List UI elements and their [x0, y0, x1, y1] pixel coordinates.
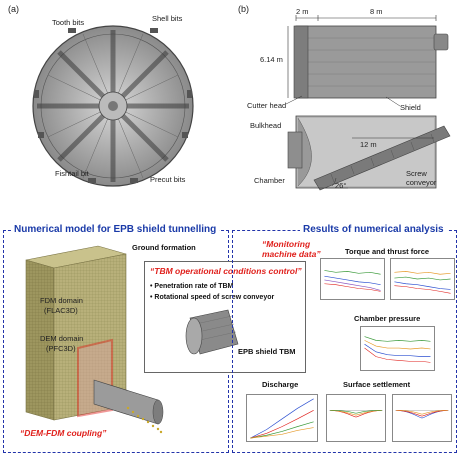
label-fdm-domain: FDM domain — [40, 296, 83, 305]
fdm-dem-model — [25, 245, 164, 434]
label-dim-614m: 6.14 m — [260, 55, 283, 64]
label-epb-tbm: EPB shield TBM — [238, 347, 296, 356]
settlement-chart-thumbnail-2 — [392, 394, 452, 442]
label-conveyor: conveyor — [406, 178, 437, 187]
panel-a-tag: (a) — [8, 4, 19, 14]
thrust-chart-thumbnail — [390, 258, 455, 300]
label-screw: Screw — [406, 169, 427, 178]
panel-b-tag: (b) — [238, 4, 249, 14]
discharge-chart-thumbnail — [246, 394, 318, 442]
cutter-head-front-view — [32, 25, 194, 187]
label-dem-domain: DEM domain — [40, 334, 84, 343]
bullet-penetration-rate-text: Penetration rate of TBM — [154, 283, 234, 290]
bullet-penetration-rate: • Penetration rate of TBM — [150, 283, 234, 290]
label-precut-bits: Precut bits — [150, 175, 186, 184]
label-fishtail-bit: Fishtail bit — [55, 169, 89, 178]
label-torque-thrust: Torque and thrust force — [345, 247, 430, 256]
label-bulkhead: Bulkhead — [250, 121, 282, 130]
numerical-model-title: Numerical model for EPB shield tunnellin… — [11, 224, 220, 235]
label-fdm-flac3d: (FLAC3D) — [44, 306, 78, 315]
tbm-control-title: “TBM operational conditions control” — [150, 266, 302, 276]
label-dem-pfc3d: (PFC3D) — [46, 344, 76, 353]
label-chamber-pressure: Chamber pressure — [354, 314, 421, 323]
label-shield: Shield — [400, 103, 421, 112]
results-title: Results of numerical analysis — [300, 224, 447, 235]
settlement-chart-thumbnail-1 — [326, 394, 386, 442]
label-tooth-bits: Tooth bits — [52, 18, 85, 27]
label-discharge: Discharge — [262, 380, 299, 389]
label-angle: 26° — [335, 181, 347, 190]
torque-chart-thumbnail — [320, 258, 385, 300]
chamber-pressure-chart-thumbnail — [360, 326, 435, 371]
label-dim-2m: 2 m — [296, 7, 309, 16]
label-cutter-head: Cutter head — [247, 101, 287, 110]
bullet-screw-speed: • Rotational speed of screw conveyor — [150, 294, 275, 301]
shield-side-view — [285, 15, 451, 191]
label-dim-12m: 12 m — [360, 140, 377, 149]
label-ground-formation: Ground formation — [132, 243, 196, 252]
label-shell-bits: Shell bits — [152, 14, 183, 23]
label-dem-fdm-coupling: “DEM-FDM coupling” — [20, 428, 107, 438]
label-monitoring-2: machine data” — [262, 249, 321, 259]
bullet-screw-speed-text: Rotational speed of screw conveyor — [154, 294, 275, 301]
label-surface-settlement: Surface settlement — [343, 380, 411, 389]
label-chamber: Chamber — [254, 176, 285, 185]
label-dim-8m: 8 m — [370, 7, 383, 16]
epb-tbm-drawing — [185, 309, 239, 355]
label-monitoring-1: “Monitoring — [262, 239, 311, 249]
